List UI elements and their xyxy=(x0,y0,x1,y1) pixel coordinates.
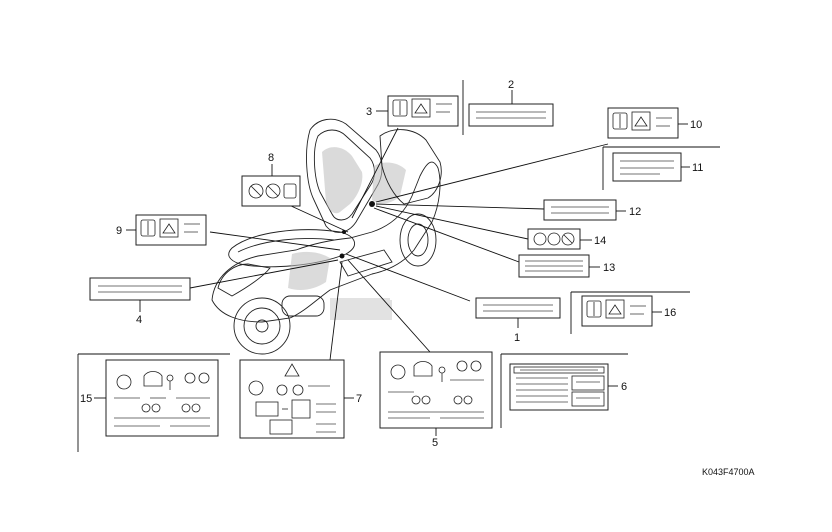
label-5: 5 xyxy=(379,351,493,449)
scooter-icon xyxy=(184,372,196,384)
label-10: 10 xyxy=(607,107,702,139)
manual-book-icon xyxy=(612,112,628,130)
label-target-dot xyxy=(369,201,375,207)
no-smoking-icon xyxy=(561,232,575,246)
scooter-icon xyxy=(276,384,288,396)
manual-book-icon xyxy=(390,364,406,380)
manual-book-icon xyxy=(116,374,132,390)
manual-book-icon xyxy=(392,99,408,117)
figure-code: K043F4700A xyxy=(702,467,755,477)
callout-11: 11 xyxy=(692,162,703,174)
scooter-icon xyxy=(453,395,463,405)
label-9: 9 xyxy=(116,214,207,246)
label-16: 16 xyxy=(581,295,676,327)
scooter-icon xyxy=(181,403,191,413)
callout-4: 4 xyxy=(136,314,142,326)
callout-16: 16 xyxy=(664,307,676,319)
label-4: 4 xyxy=(89,277,191,326)
no-fire-icon xyxy=(265,183,281,199)
callout-13: 13 xyxy=(603,262,615,274)
no-fire-icon xyxy=(547,232,561,246)
leader-lines xyxy=(189,127,609,361)
helmet-rider-icon xyxy=(269,419,293,435)
helmet-rider-icon xyxy=(159,218,179,238)
label-13: 13 xyxy=(518,254,615,278)
callout-12: 12 xyxy=(629,206,641,218)
label-15: 15 xyxy=(80,359,219,437)
label-14: 14 xyxy=(527,228,606,250)
separator-lines xyxy=(77,80,720,452)
callout-6: 6 xyxy=(621,381,627,393)
label-12: 12 xyxy=(543,199,641,221)
label-6: 6 xyxy=(509,363,627,411)
scooter-icon xyxy=(456,360,468,372)
label-8: 8 xyxy=(241,152,301,207)
manual-book-icon xyxy=(533,232,547,246)
manual-book-icon xyxy=(140,219,156,237)
manual-book-icon xyxy=(283,183,297,199)
brand-ghost-mark xyxy=(330,298,392,320)
helmet-rider-icon xyxy=(143,371,163,387)
manual-book-icon xyxy=(248,380,264,396)
no-smoking-icon xyxy=(248,183,264,199)
helmet-rider-icon xyxy=(605,299,625,319)
callout-14: 14 xyxy=(594,235,606,247)
helmet-rider-icon xyxy=(413,361,433,377)
callout-1: 1 xyxy=(514,332,520,344)
scooter-icon xyxy=(141,403,151,413)
label-11: 11 xyxy=(612,152,703,182)
storage-area xyxy=(288,147,406,290)
label-7: 7 xyxy=(239,359,362,439)
callout-9: 9 xyxy=(116,225,122,237)
label-3: 3 xyxy=(366,95,459,127)
manual-book-icon xyxy=(586,300,602,318)
helmet-rider-icon xyxy=(411,98,431,118)
scooter-icon xyxy=(411,395,421,405)
callout-5: 5 xyxy=(432,437,438,449)
label-1: 1 xyxy=(475,297,561,344)
passenger-icon xyxy=(255,401,279,417)
helmet-rider-icon xyxy=(291,399,311,419)
warning-triangle-icon xyxy=(284,363,300,377)
label-2: 2 xyxy=(468,79,554,127)
callout-10: 10 xyxy=(690,119,702,131)
callout-15: 15 xyxy=(80,393,92,405)
callout-8: 8 xyxy=(268,152,274,164)
label-target-dot xyxy=(339,253,345,259)
callout-3: 3 xyxy=(366,106,372,118)
callout-2: 2 xyxy=(508,79,514,91)
helmet-rider-icon xyxy=(631,111,651,131)
callout-7: 7 xyxy=(356,393,362,405)
